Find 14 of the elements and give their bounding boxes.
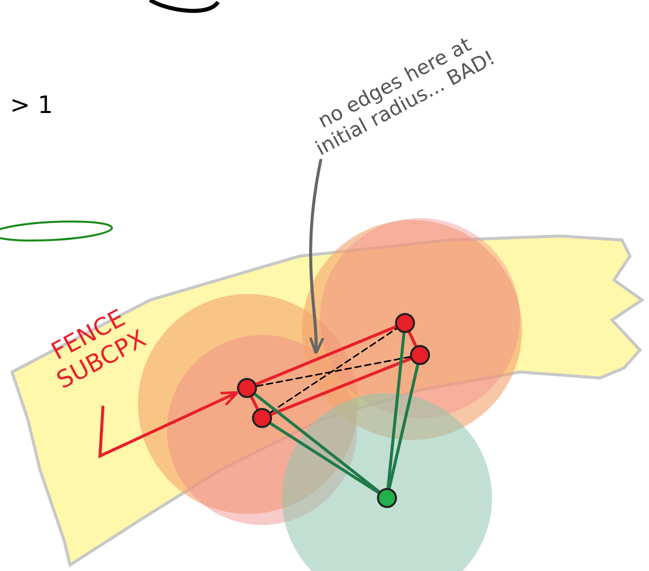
- edge-line: [386, 331, 406, 490]
- handwritten-label: > 1: [10, 92, 54, 120]
- edge-line: [250, 395, 260, 411]
- leader-arrow: [308, 158, 324, 355]
- edge-line: [388, 363, 420, 490]
- edge-line: [268, 422, 380, 494]
- vertex-dot: [377, 488, 397, 508]
- edge-line: [270, 357, 412, 416]
- edge-line: [254, 325, 398, 386]
- dashed-edge: [256, 356, 411, 387]
- edge-line: [253, 392, 381, 494]
- edge-line: [408, 330, 418, 348]
- dashed-edge: [270, 328, 398, 414]
- edge-line: [98, 391, 239, 458]
